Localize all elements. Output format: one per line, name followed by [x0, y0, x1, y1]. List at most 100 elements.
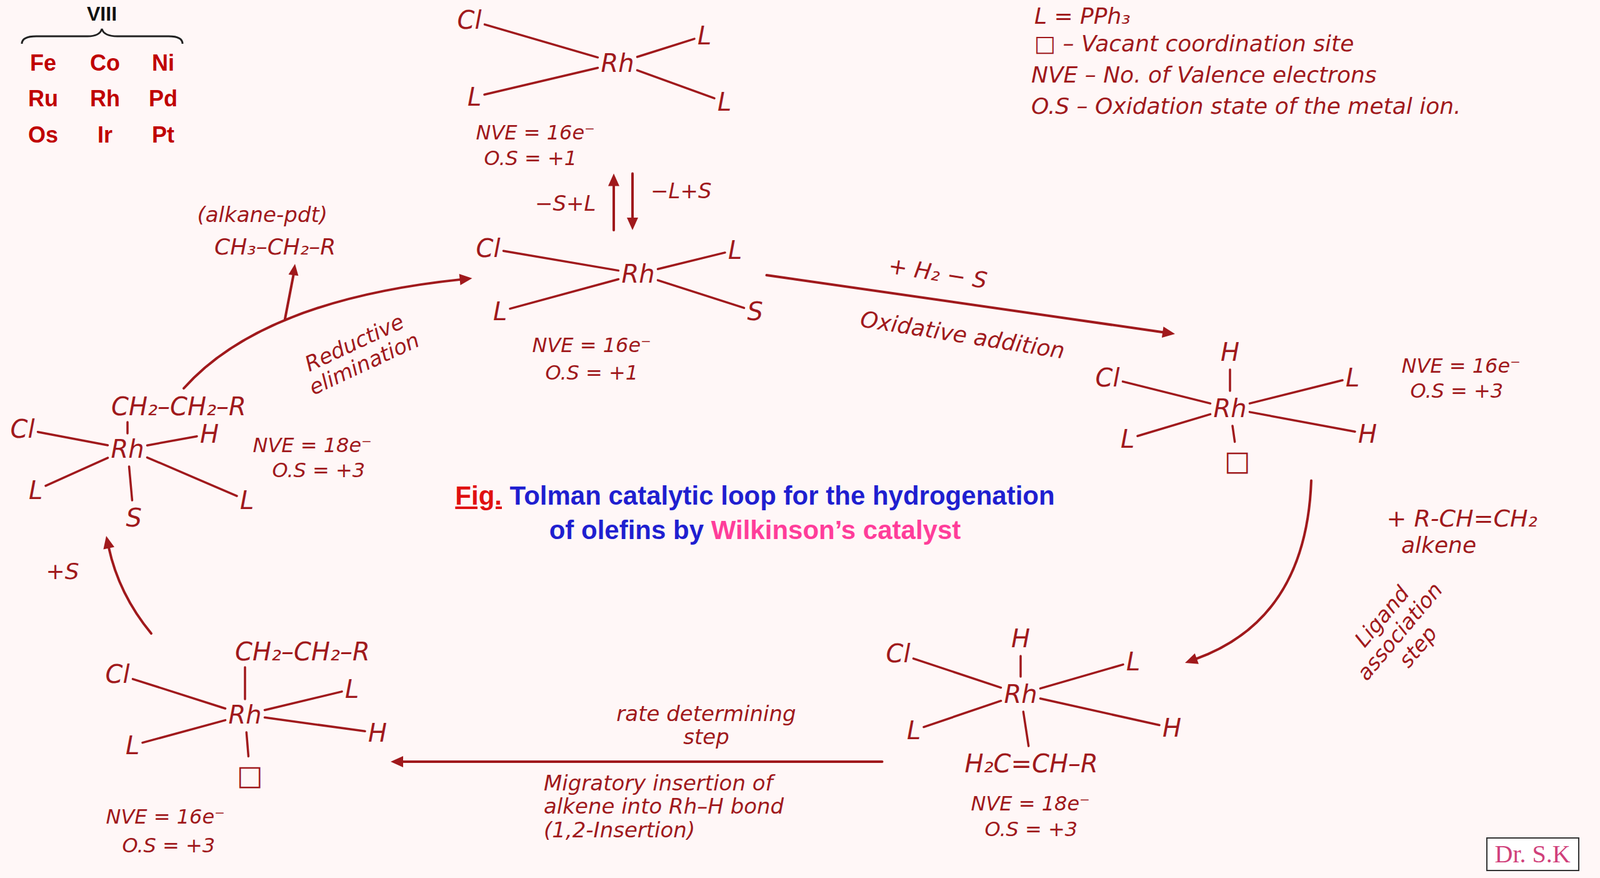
- caption-word: the: [825, 480, 865, 510]
- ligand-label: CH₂–CH₂–R: [235, 636, 370, 666]
- arrow-line: [401, 760, 883, 763]
- bond-line: [485, 24, 599, 58]
- bond-line: [129, 466, 133, 500]
- edge-label: −S+L: [535, 191, 597, 215]
- electron-count: O.S = +1: [484, 146, 578, 170]
- electron-count: NVE = 16e⁻: [106, 805, 226, 829]
- bond-line: [637, 70, 715, 99]
- ligand-label: L: [467, 82, 482, 112]
- watermark: Dr. S.K: [1486, 836, 1580, 871]
- bond-line: [265, 691, 343, 710]
- complex-node: CH₂–CH₂–RClRhHLLSNVE = 18e⁻O.S = +3: [6, 388, 377, 536]
- caption-block: Fig. Tolman catalytic loop for the hydrog…: [317, 478, 1193, 547]
- bond-line: [1250, 411, 1356, 432]
- arrowhead: [1185, 653, 1199, 664]
- caption-word: of: [549, 515, 575, 545]
- note-label: CH₃–CH₂–R: [214, 234, 336, 260]
- element-symbol: Pd: [148, 86, 178, 112]
- electron-count: O.S = +1: [545, 361, 639, 385]
- caption-word: Tolman: [510, 480, 602, 510]
- cycle-arrow: [1185, 480, 1312, 664]
- ligand-label: L: [1126, 646, 1140, 676]
- figure-tag: Fig.: [455, 480, 502, 510]
- cycle-arrow: [103, 535, 152, 634]
- ligand-label: Rh: [228, 700, 262, 729]
- bond-line: [1019, 655, 1022, 677]
- ligand-label: Cl: [457, 5, 482, 35]
- ligand-label: L: [345, 674, 359, 704]
- bond-line: [923, 700, 1002, 727]
- bond-line: [658, 280, 745, 308]
- ligand-label: H: [1011, 623, 1030, 653]
- edge-label: Migratory insertion of alkene into Rh–H …: [543, 771, 838, 842]
- cycle-arrow: [390, 755, 883, 767]
- electron-count: O.S = +3: [122, 833, 216, 857]
- bond-line: [147, 457, 238, 497]
- ligand-label: L: [728, 235, 742, 265]
- electron-count: NVE = 16e⁻: [476, 121, 596, 145]
- product-arrowhead: [288, 263, 299, 276]
- caption-text: Tolman catalytic loop for the hydrogenat…: [510, 480, 1055, 545]
- ligand-label: S: [747, 296, 764, 326]
- arrow-line: [108, 546, 152, 634]
- electron-count: O.S = +3: [272, 458, 366, 482]
- ligand-label: H: [200, 419, 219, 449]
- ligand-label: Rh: [1004, 679, 1038, 709]
- ligand-label: H₂C=CH–R: [965, 748, 1099, 778]
- bond-line: [503, 250, 619, 270]
- arrow-line: [631, 173, 634, 220]
- ligand-label: CH₂–CH₂–R: [111, 391, 247, 421]
- bond-line: [38, 431, 109, 445]
- ligand-label: L: [493, 296, 507, 326]
- bond-line: [142, 720, 226, 743]
- edge-label: + R-CH=CH₂: [1386, 505, 1538, 532]
- electron-count: O.S = +3: [1410, 379, 1504, 403]
- caption-word: loop: [720, 480, 777, 510]
- ligand-label: S: [126, 503, 142, 532]
- bond-line: [243, 666, 247, 699]
- element-symbol: Ni: [151, 50, 175, 76]
- caption-word: Wilkinson’s: [711, 515, 856, 545]
- bond-line: [1137, 413, 1211, 436]
- group-brace: [21, 28, 183, 44]
- arrowhead: [390, 755, 404, 767]
- ligand-label: L: [1345, 363, 1360, 392]
- ligand-label: Rh: [601, 48, 635, 78]
- complex-node: HClRhLLHH₂C=CH–RNVE = 18e⁻O.S = +3: [882, 620, 1186, 845]
- cycle-arrow: [608, 173, 620, 231]
- note-label: Ligand association step: [1320, 546, 1479, 716]
- note-label: O.S – Oxidation state of the metal ion.: [1031, 93, 1582, 119]
- ligand-label: □: [236, 759, 264, 792]
- note-label: alkene: [1401, 532, 1477, 558]
- bond-line: [1232, 425, 1235, 442]
- electron-count: NVE = 16e⁻: [1401, 354, 1522, 378]
- bond-line: [1040, 664, 1124, 689]
- bond-line: [265, 716, 366, 731]
- ligand-label: L: [1120, 424, 1135, 454]
- element-symbol: Os: [28, 122, 59, 148]
- edge-label: Reductive elimination: [278, 298, 440, 407]
- arrowhead: [1161, 326, 1175, 338]
- ligand-label: Rh: [111, 434, 145, 464]
- edge-label: −L+S: [650, 179, 712, 203]
- ligand-label: Cl: [476, 233, 501, 263]
- element-symbol: Fe: [30, 50, 57, 76]
- bond-line: [913, 658, 1002, 687]
- arrow-line: [612, 185, 615, 231]
- ligand-label: L: [717, 87, 732, 117]
- bond-line: [658, 252, 726, 269]
- edge-label: +S: [46, 558, 80, 584]
- element-symbol: Rh: [90, 86, 120, 112]
- arrowhead: [103, 535, 115, 549]
- bond-line: [484, 67, 599, 95]
- bond-line: [246, 731, 249, 757]
- ligand-label: H: [1162, 713, 1182, 742]
- caption-word: catalytic: [608, 480, 714, 510]
- caption-word: catalyst: [863, 515, 961, 545]
- edge-label: + H₂ − S: [886, 253, 989, 294]
- ligand-label: H: [368, 718, 387, 747]
- ligand-label: L: [28, 475, 43, 505]
- caption-word: olefins: [581, 515, 666, 545]
- ligand-label: Cl: [10, 414, 35, 444]
- note-label: (alkane-pdt): [197, 203, 329, 227]
